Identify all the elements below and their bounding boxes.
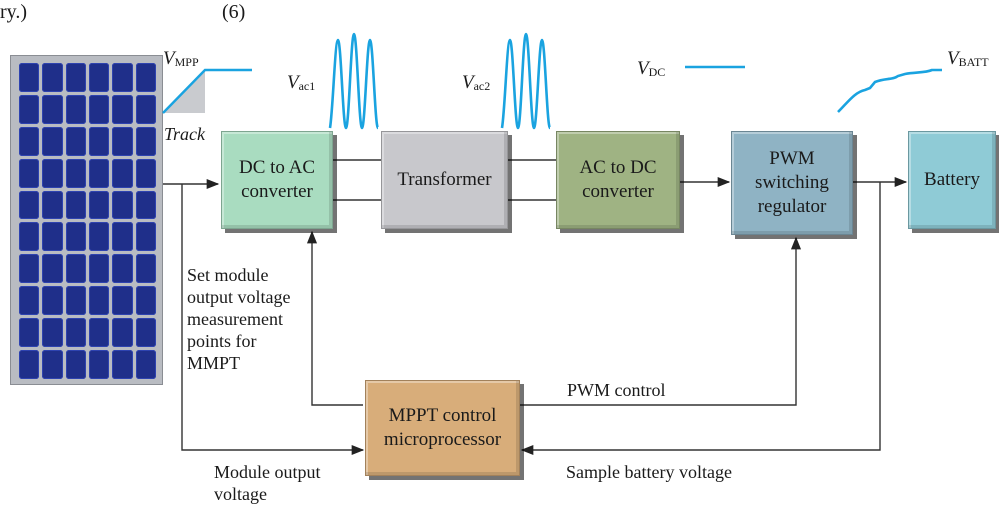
solar-cell [65,190,86,220]
solar-cell [19,222,40,252]
solar-cell [112,126,133,156]
pwm-switching-regulator-block: PWM switching regulator [731,131,853,235]
solar-cell [65,286,86,316]
solar-cell [112,94,133,124]
solar-panel [10,55,163,385]
solar-cell [65,350,86,379]
solar-cell [112,158,133,188]
vmpp-curve [162,68,252,114]
solar-cell [112,318,133,348]
vac1-label: Vac1 [287,72,316,93]
solar-cell [19,254,40,284]
battery-sense-wire [520,182,881,456]
ac-to-dc-converter-block: AC to DC converter [556,131,680,229]
solar-cell [112,254,133,284]
solar-cell [89,318,110,348]
vac2-waveform [500,32,552,130]
mppt-to-dcac-wire [306,230,363,406]
solar-cell [42,222,63,252]
solar-cell [19,318,40,348]
solar-cell [19,350,40,379]
solar-cell [42,63,63,92]
solar-cell [112,222,133,252]
solar-cell [19,63,40,92]
solar-cell [42,126,63,156]
vac1-waveform [328,32,380,130]
solar-cell [89,286,110,316]
pwm-control-wire [520,236,802,406]
solar-cell [19,158,40,188]
solar-cell [19,286,40,316]
solar-cell [135,190,156,220]
solar-cell [89,190,110,220]
mppt-control-block: MPPT control microprocessor [365,380,520,476]
solar-cell [65,94,86,124]
vdc-label: VDC [637,58,666,79]
solar-cell [42,350,63,379]
solar-cell [42,254,63,284]
solar-cell [19,94,40,124]
solar-cell [65,126,86,156]
solar-cell [135,94,156,124]
solar-cell [112,286,133,316]
set-module-note: Set module output voltage measurement po… [187,265,291,373]
solar-cell [19,190,40,220]
solar-cell [112,350,133,379]
vac2-label: Vac2 [462,72,491,93]
solar-cell [65,158,86,188]
solar-cell [42,318,63,348]
battery-block: Battery [908,131,996,229]
solar-cell [65,318,86,348]
solar-cell [89,350,110,379]
module-output-voltage-label: Module output voltage [214,462,321,504]
solar-cell [135,286,156,316]
vbatt-label: VBATT [947,48,989,69]
solar-cell [42,158,63,188]
solar-cell [112,63,133,92]
solar-cell-grid [19,63,156,379]
solar-cell [135,254,156,284]
pwm-control-label: PWM control [567,380,666,400]
solar-cell [19,126,40,156]
sample-battery-voltage-label: Sample battery voltage [566,462,732,482]
solar-cell [65,254,86,284]
solar-cell [112,190,133,220]
solar-cell [42,190,63,220]
solar-cell [135,350,156,379]
solar-cell [135,222,156,252]
solar-cell [135,158,156,188]
figure-number: (6) [222,1,246,23]
solar-cell [65,63,86,92]
solar-cell [135,63,156,92]
solar-cell [89,126,110,156]
solar-cell [135,126,156,156]
vmpp-label: VMPP [163,48,199,69]
solar-cell [135,318,156,348]
solar-cell [42,94,63,124]
solar-cell [65,222,86,252]
header-fragment: ry.) [0,1,28,23]
transformer-block: Transformer [381,131,508,229]
solar-cell [89,94,110,124]
solar-cell [89,158,110,188]
solar-cell [89,63,110,92]
solar-cell [89,222,110,252]
solar-cell [42,286,63,316]
vbatt-curve [837,68,942,113]
track-label: Track [164,124,206,144]
solar-cell [89,254,110,284]
dc-to-ac-converter-block: DC to AC converter [221,131,333,229]
module-voltage-sense-wire [181,184,365,456]
